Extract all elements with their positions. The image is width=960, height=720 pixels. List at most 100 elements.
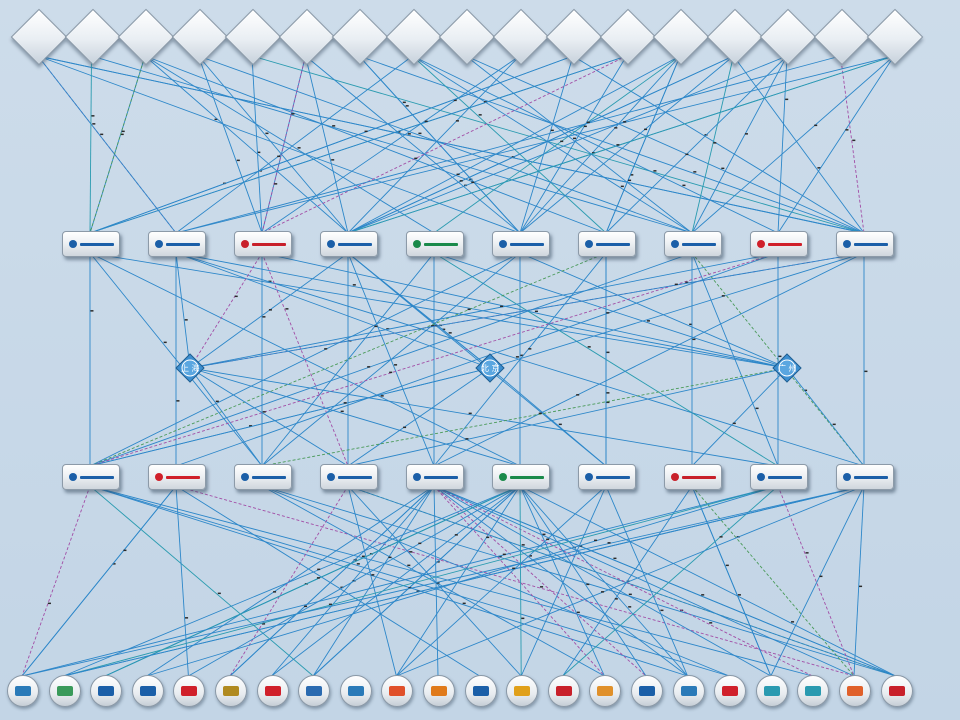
link-isp-to-site	[433, 485, 813, 677]
link-tag: ▬	[738, 592, 742, 597]
isp-logo-text	[165, 242, 200, 246]
isp-logo-icon	[326, 240, 335, 248]
isp-node-lower[interactable]	[406, 464, 464, 490]
link-tag: ▬	[91, 113, 95, 118]
link-tag: ▬	[587, 344, 591, 349]
link-tag: ▬	[90, 308, 94, 313]
isp-node-lower[interactable]	[836, 464, 894, 490]
link-tag: ▬	[277, 154, 281, 159]
customer-node[interactable]	[797, 675, 830, 707]
link-tag: ▬	[646, 318, 650, 323]
isp-node-lower[interactable]	[148, 464, 206, 490]
customer-node[interactable]	[506, 675, 539, 707]
link-tag: ▬	[832, 422, 836, 427]
link-top-to-isp	[251, 55, 865, 234]
customer-logo-icon	[264, 686, 281, 696]
isp-node-upper[interactable]	[148, 231, 206, 257]
link-isp-to-site	[63, 485, 865, 677]
link-isp-to-isp	[691, 252, 779, 467]
isp-node-lower[interactable]	[750, 464, 808, 490]
hub-node[interactable]: 北 京	[475, 353, 505, 383]
link-tag: ▬	[817, 165, 821, 170]
link-tag: ▬	[456, 118, 460, 123]
link-tag: ▬	[249, 423, 253, 428]
isp-node-upper[interactable]	[62, 231, 120, 257]
customer-node[interactable]	[90, 675, 123, 707]
customer-node[interactable]	[423, 675, 455, 707]
customer-node[interactable]	[298, 675, 331, 707]
link-tag: ▬	[614, 125, 618, 130]
link-tag: ▬	[478, 112, 482, 117]
link-tag: ▬	[214, 117, 218, 122]
link-isp-to-site	[229, 485, 435, 677]
customer-node[interactable]	[714, 675, 747, 707]
link-tag: ▬	[215, 399, 219, 404]
isp-node-upper[interactable]	[664, 231, 722, 257]
link-tag: ▬	[374, 323, 378, 328]
hub-node[interactable]: 上 海	[175, 353, 205, 383]
link-tag: ▬	[398, 537, 402, 542]
isp-node-upper[interactable]	[320, 231, 378, 257]
customer-node[interactable]	[381, 675, 414, 707]
isp-node-lower[interactable]	[62, 464, 120, 490]
link-top-to-isp	[691, 55, 734, 234]
isp-node-upper[interactable]	[492, 231, 550, 257]
link-tag: ▬	[380, 393, 384, 398]
hub-node[interactable]: 广 州	[772, 353, 802, 383]
link-isp-to-site	[519, 485, 647, 677]
link-tag: ▬	[262, 621, 266, 626]
customer-node[interactable]	[672, 675, 705, 707]
customer-node[interactable]	[131, 675, 164, 707]
customer-node[interactable]	[464, 675, 497, 707]
link-isp-to-site	[89, 485, 314, 677]
link-tag: ▬	[464, 182, 468, 187]
link-tag: ▬	[613, 556, 617, 561]
link-top-to-isp	[777, 55, 788, 234]
isp-node-upper[interactable]	[578, 231, 636, 257]
isp-logo-icon	[498, 473, 507, 481]
customer-node[interactable]	[256, 675, 289, 707]
customer-node[interactable]	[880, 675, 913, 707]
customer-node[interactable]	[631, 675, 663, 707]
customer-node[interactable]	[7, 675, 39, 707]
isp-node-lower[interactable]	[320, 464, 378, 490]
isp-node-upper[interactable]	[234, 231, 292, 257]
link-top-to-isp	[144, 55, 349, 234]
isp-logo-icon	[842, 240, 851, 248]
link-tag: ▬	[852, 137, 856, 142]
link-tag: ▬	[184, 317, 188, 322]
isp-node-lower[interactable]	[234, 464, 292, 490]
link-tag: ▬	[594, 537, 598, 542]
customer-node[interactable]	[755, 675, 788, 707]
link-tag: ▬	[402, 100, 406, 105]
isp-node-lower[interactable]	[492, 464, 550, 490]
link-tag: ▬	[316, 575, 320, 580]
link-top-to-isp	[89, 55, 146, 234]
customer-logo-icon	[639, 686, 655, 696]
link-tag: ▬	[262, 409, 266, 414]
link-tag: ▬	[486, 535, 490, 540]
link-tag: ▬	[468, 410, 472, 415]
isp-node-upper[interactable]	[836, 231, 894, 257]
link-tag: ▬	[361, 553, 365, 558]
customer-node[interactable]	[173, 675, 206, 707]
customer-node[interactable]	[589, 675, 622, 707]
link-tag: ▬	[343, 400, 347, 405]
isp-node-lower[interactable]	[664, 464, 722, 490]
isp-node-lower[interactable]	[578, 464, 636, 490]
customer-node[interactable]	[547, 675, 580, 707]
isp-logo-icon	[756, 473, 765, 481]
customer-logo-icon	[763, 686, 780, 696]
customer-node[interactable]	[215, 675, 247, 707]
link-isp-to-hub	[175, 252, 788, 369]
link-tag: ▬	[804, 387, 808, 392]
customer-node[interactable]	[48, 675, 81, 707]
isp-node-upper[interactable]	[750, 231, 808, 257]
link-tag: ▬	[680, 607, 684, 612]
customer-node[interactable]	[839, 675, 871, 707]
isp-logo-icon	[670, 240, 679, 248]
customer-node[interactable]	[339, 675, 372, 707]
link-top-to-isp	[175, 55, 841, 234]
link-tag: ▬	[234, 293, 238, 298]
isp-node-upper[interactable]	[406, 231, 464, 257]
